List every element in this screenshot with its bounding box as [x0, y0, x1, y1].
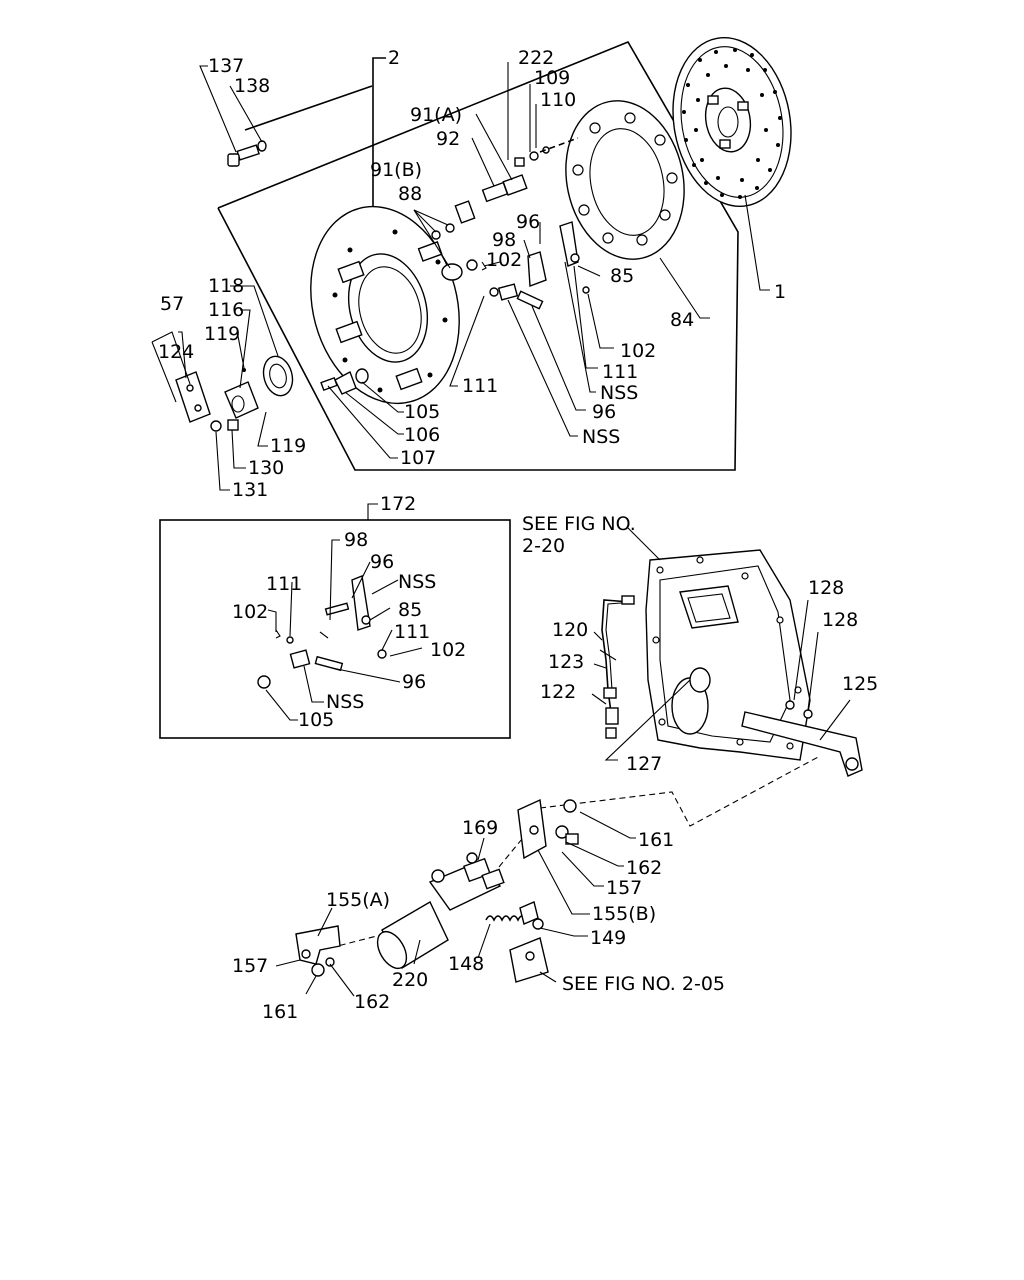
bracket-155a — [295, 925, 341, 977]
part-labels: 137 138 2 222 109 110 91(A) 92 91(B) 88 … — [158, 47, 878, 1023]
label-see-fig-2-20-line2: 2-20 — [522, 535, 565, 557]
clutch-cover — [310, 205, 460, 405]
label-123: 123 — [548, 651, 584, 673]
label-98-top: 98 — [492, 229, 516, 251]
label-see-fig-2-05: SEE FIG NO. 2-05 — [562, 973, 725, 995]
label-96-mid: 96 — [592, 401, 616, 423]
label-85-top: 85 — [610, 265, 634, 287]
label-111-right: 111 — [602, 361, 638, 383]
label-155b: 155(B) — [592, 903, 656, 925]
label-106: 106 — [404, 424, 440, 446]
bolt-137 — [227, 140, 267, 167]
leader-lines-lower-left — [327, 381, 404, 459]
label-157-right: 157 — [606, 877, 642, 899]
label-107: 107 — [400, 447, 436, 469]
label-102-top: 102 — [486, 249, 522, 271]
label-109: 109 — [534, 67, 570, 89]
detail-box-172 — [159, 503, 511, 739]
label-102-box-right: 102 — [430, 639, 466, 661]
leader-lines-housing — [591, 527, 851, 761]
release-bearing-group — [175, 355, 294, 432]
label-nss-1: NSS — [600, 382, 638, 404]
leader-lines-172 — [265, 539, 423, 721]
fluid-pipe — [599, 595, 635, 739]
label-169: 169 — [462, 817, 498, 839]
label-148: 148 — [448, 953, 484, 975]
label-2: 2 — [388, 47, 400, 69]
label-222: 222 — [518, 47, 554, 69]
label-96-top: 96 — [516, 211, 540, 233]
flywheel-housing — [645, 549, 863, 777]
label-130: 130 — [248, 457, 284, 479]
label-110: 110 — [540, 89, 576, 111]
label-155a: 155(A) — [326, 889, 390, 911]
release-lever-parts — [481, 221, 590, 310]
label-96-box: 96 — [370, 551, 394, 573]
label-116: 116 — [208, 299, 244, 321]
label-128-b: 128 — [822, 609, 858, 631]
label-102-right: 102 — [620, 340, 656, 362]
label-172: 172 — [380, 493, 416, 515]
label-nss-box-bottom: NSS — [326, 691, 364, 713]
label-128-a: 128 — [808, 577, 844, 599]
label-157-left: 157 — [232, 955, 268, 977]
clutch-booster — [376, 852, 505, 970]
leader-lines-mid — [449, 222, 614, 437]
label-57: 57 — [160, 293, 184, 315]
leader-lines-bearing — [151, 285, 279, 491]
label-162-right: 162 — [626, 857, 662, 879]
cover-fasteners — [320, 368, 369, 395]
leader-lines-upper — [413, 62, 579, 269]
label-131: 131 — [232, 479, 268, 501]
label-162-left: 162 — [354, 991, 390, 1013]
spring-and-lever — [485, 901, 549, 983]
label-92: 92 — [436, 128, 460, 150]
top-group-outline — [217, 40, 739, 471]
label-161-left: 161 — [262, 1001, 298, 1023]
label-see-fig-2-20-line1: SEE FIG NO. — [522, 513, 636, 535]
label-105-top: 105 — [404, 401, 440, 423]
label-119-top: 119 — [204, 323, 240, 345]
label-91a: 91(A) — [410, 104, 462, 126]
label-98-box: 98 — [344, 529, 368, 551]
label-102-box-left: 102 — [232, 601, 268, 623]
label-125: 125 — [842, 673, 878, 695]
leader-138 — [229, 85, 263, 143]
label-137: 137 — [208, 55, 244, 77]
label-88: 88 — [398, 183, 422, 205]
leader-1 — [744, 194, 770, 291]
label-118: 118 — [208, 275, 244, 297]
label-1: 1 — [774, 281, 786, 303]
label-91b: 91(B) — [370, 159, 422, 181]
label-nss-2: NSS — [582, 426, 620, 448]
label-120: 120 — [552, 619, 588, 641]
label-nss-box: NSS — [398, 571, 436, 593]
label-220: 220 — [392, 969, 428, 991]
pressure-plate — [565, 100, 685, 260]
label-111-box-right: 111 — [394, 621, 430, 643]
bracket-155b — [517, 798, 579, 860]
label-111-box-left: 111 — [266, 573, 302, 595]
leader-lines-booster — [275, 811, 636, 997]
label-149: 149 — [590, 927, 626, 949]
label-124: 124 — [158, 341, 194, 363]
label-161-right: 161 — [638, 829, 674, 851]
label-119-bottom: 119 — [270, 435, 306, 457]
leader-137 — [199, 65, 237, 153]
label-84: 84 — [670, 309, 694, 331]
label-85-box: 85 — [398, 599, 422, 621]
label-105-box: 105 — [298, 709, 334, 731]
label-111-left: 111 — [462, 375, 498, 397]
leader-84 — [659, 257, 710, 319]
label-96-box-bottom: 96 — [402, 671, 426, 693]
label-127: 127 — [626, 753, 662, 775]
label-138: 138 — [234, 75, 270, 97]
eyebolt-assembly — [431, 146, 550, 281]
label-122: 122 — [540, 681, 576, 703]
